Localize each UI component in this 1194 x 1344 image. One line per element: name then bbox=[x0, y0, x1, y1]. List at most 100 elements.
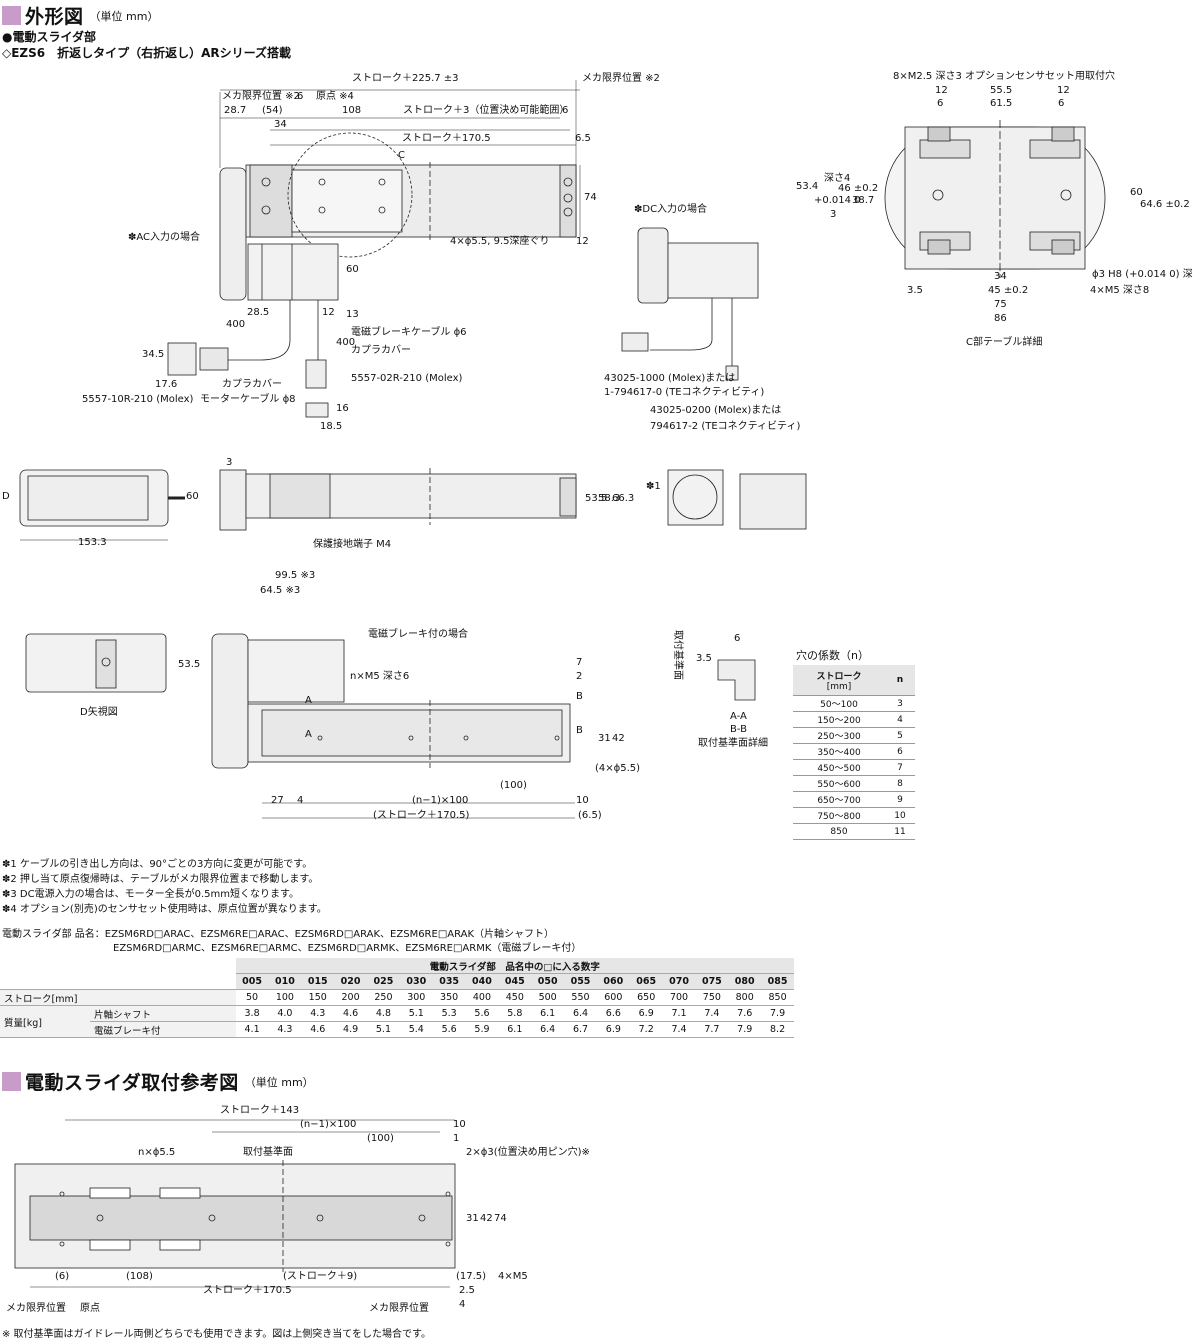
side-star1: ✽1 bbox=[646, 481, 661, 492]
mass-table-cell: 015 bbox=[301, 973, 335, 990]
label-ac-input: ✽AC入力の場合 bbox=[128, 232, 201, 243]
note-4: ✽4 オプション(別売)のセンサセット使用時は、原点位置が異なります。 bbox=[2, 904, 327, 915]
mass-table-cell: 6.4 bbox=[564, 1005, 597, 1022]
mass-table-cell: 5.1 bbox=[367, 1021, 400, 1038]
mount-origin: 原点 bbox=[80, 1303, 100, 1314]
side-view-left bbox=[19, 469, 185, 541]
title-marker-icon bbox=[2, 6, 21, 25]
c-dim-45: 45 ±0.2 bbox=[988, 285, 1029, 296]
label-coupler-cover2: カプラカバー bbox=[222, 379, 282, 390]
c-dim-75: 75 bbox=[994, 299, 1007, 310]
dim-400b: 400 bbox=[336, 337, 356, 348]
note-2: ✽2 押し当て原点復帰時は、テーブルがメカ限界位置まで移動します。 bbox=[2, 874, 319, 885]
dim-stroke-225: ストローク＋225.7 ±3 bbox=[352, 73, 459, 84]
top-view-slider bbox=[219, 132, 577, 301]
mount-dim-4: 4 bbox=[459, 1299, 466, 1310]
mass-table-cell: 6.7 bbox=[564, 1021, 597, 1038]
section-title-mount: 電動スライダ取付参考図 （単位 mm） bbox=[2, 1068, 314, 1095]
c-depth4: 深さ4 bbox=[824, 173, 851, 184]
ref-caption: 取付基準面詳細 bbox=[698, 738, 768, 749]
section-unit: （単位 mm） bbox=[89, 9, 159, 23]
mass-table-cell: 5.1 bbox=[399, 1005, 433, 1022]
dim-108: 108 bbox=[342, 105, 362, 116]
section2-title-text: 電動スライダ取付参考図 bbox=[25, 1072, 239, 1094]
mass-table-cell: 6.6 bbox=[596, 1005, 630, 1022]
label-motor-cable: モーターケーブル ϕ8 bbox=[200, 394, 296, 405]
side-dim-53-5: 53.5 bbox=[585, 493, 608, 504]
mount-m5: 4×M5 bbox=[498, 1271, 528, 1282]
dim-28-7: 28.7 bbox=[224, 105, 247, 116]
label-c-holes: 8×M2.5 深さ3 オプションセンサセット用取付穴 bbox=[893, 71, 1115, 82]
c-dim-6b: 6 bbox=[1058, 98, 1065, 109]
mass-table-cell: 5.4 bbox=[399, 1021, 433, 1038]
mass-table-cell: 8.2 bbox=[761, 1021, 794, 1038]
mount-dim-100: (100) bbox=[367, 1133, 394, 1144]
c-dim-64-6: 64.6 ±0.2 bbox=[1140, 199, 1190, 210]
mass-table-cell: 450 bbox=[498, 989, 532, 1006]
ref-plane-label: 取付基準面 bbox=[672, 630, 683, 680]
label-te-794617: 794617-2 (TEコネクティビティ) bbox=[650, 421, 801, 432]
brake-case-label: 電磁ブレーキ付の場合 bbox=[368, 629, 468, 640]
label-molex-02r: 5557-02R-210 (Molex) bbox=[351, 373, 463, 384]
brake-dim-99-5: 99.5 ※3 bbox=[275, 570, 316, 581]
dim-18-5: 18.5 bbox=[320, 421, 343, 432]
c-dim-3-5: 3.5 bbox=[907, 285, 923, 296]
mass-table-cell: 750 bbox=[695, 989, 729, 1006]
mount-ref-plane: 取付基準面 bbox=[243, 1147, 293, 1158]
mass-table-cell: 5.6 bbox=[465, 1005, 499, 1022]
mass-table-cell: 050 bbox=[531, 973, 565, 990]
mount-stroke143: ストローク＋143 bbox=[220, 1105, 300, 1116]
brake-dim-2: 2 bbox=[576, 671, 583, 682]
mass-table-cell: 4.3 bbox=[301, 1005, 335, 1022]
mass-table-cell: 7.9 bbox=[761, 1005, 794, 1022]
mass-table-cell: 5.9 bbox=[465, 1021, 499, 1038]
c-m5: 4×M5 深さ8 bbox=[1090, 285, 1150, 296]
mass-table-cell: 850 bbox=[761, 989, 794, 1006]
mass-table-cell: 075 bbox=[695, 973, 729, 990]
c-dim-60: 60 bbox=[1130, 187, 1143, 198]
mount-stroke170: ストローク＋170.5 bbox=[203, 1285, 292, 1296]
dim-34-5: 34.5 bbox=[142, 349, 165, 360]
c-dim-53-4: 53.4 bbox=[796, 181, 819, 192]
mass-table-cell: 3.8 bbox=[235, 1005, 269, 1022]
brake-a: A bbox=[305, 695, 312, 706]
mount-dim-42: 42 bbox=[480, 1213, 493, 1224]
footnote: ※ 取付基準面はガイドレール両側どちらでも使用できます。図は上側突き当てをした場… bbox=[2, 1329, 432, 1340]
c-dim-34: 34 bbox=[994, 271, 1007, 282]
mount-n100: (n−1)×100 bbox=[300, 1119, 357, 1130]
mass-table-cell: 4.1 bbox=[235, 1021, 269, 1038]
label-te-1794617: 1-794617-0 (TEコネクティビティ) bbox=[604, 387, 765, 398]
mass-table-cell: 5.6 bbox=[432, 1021, 466, 1038]
mass-table-cell: 4.9 bbox=[334, 1021, 368, 1038]
dim-origin: 原点 ※4 bbox=[316, 91, 354, 102]
mass-table-cell: 7.2 bbox=[629, 1021, 663, 1038]
mount-dim-17-5: (17.5) bbox=[456, 1271, 487, 1282]
mass-table-cell: 6.9 bbox=[596, 1021, 630, 1038]
dim-17-6: 17.6 bbox=[155, 379, 178, 390]
mass-table-cell: 5.3 bbox=[432, 1005, 466, 1022]
c-tol: +0.014 0 bbox=[814, 195, 861, 206]
mass-table-cell: 350 bbox=[432, 989, 466, 1006]
c-caption: C部テーブル詳細 bbox=[966, 337, 1043, 348]
mass-table-cell: 6.4 bbox=[531, 1021, 565, 1038]
mount-stroke9: (ストローク＋9) bbox=[283, 1271, 358, 1282]
dim-mecha-limit-right: メカ限界位置 ※2 bbox=[582, 73, 660, 84]
dim-6b: 6 bbox=[562, 105, 569, 116]
label-molex-43025-0200: 43025-0200 (Molex)または bbox=[650, 405, 782, 416]
mount-nphi: n×ϕ5.5 bbox=[138, 1147, 176, 1158]
label-coupler-cover: カプラカバー bbox=[351, 345, 411, 356]
subtitle-slider: ●電動スライダ部 bbox=[2, 30, 96, 44]
section-title-outline: 外形図 （単位 mm） bbox=[2, 2, 158, 29]
mass-table-cell: 100 bbox=[268, 989, 302, 1006]
mass-table-cell: 400 bbox=[465, 989, 499, 1006]
mass-table-cell: 300 bbox=[399, 989, 433, 1006]
mass-table-cell: 085 bbox=[761, 973, 794, 990]
side-dim-60: 60 bbox=[186, 491, 199, 502]
brake-dim-6-5: (6.5) bbox=[578, 810, 602, 821]
